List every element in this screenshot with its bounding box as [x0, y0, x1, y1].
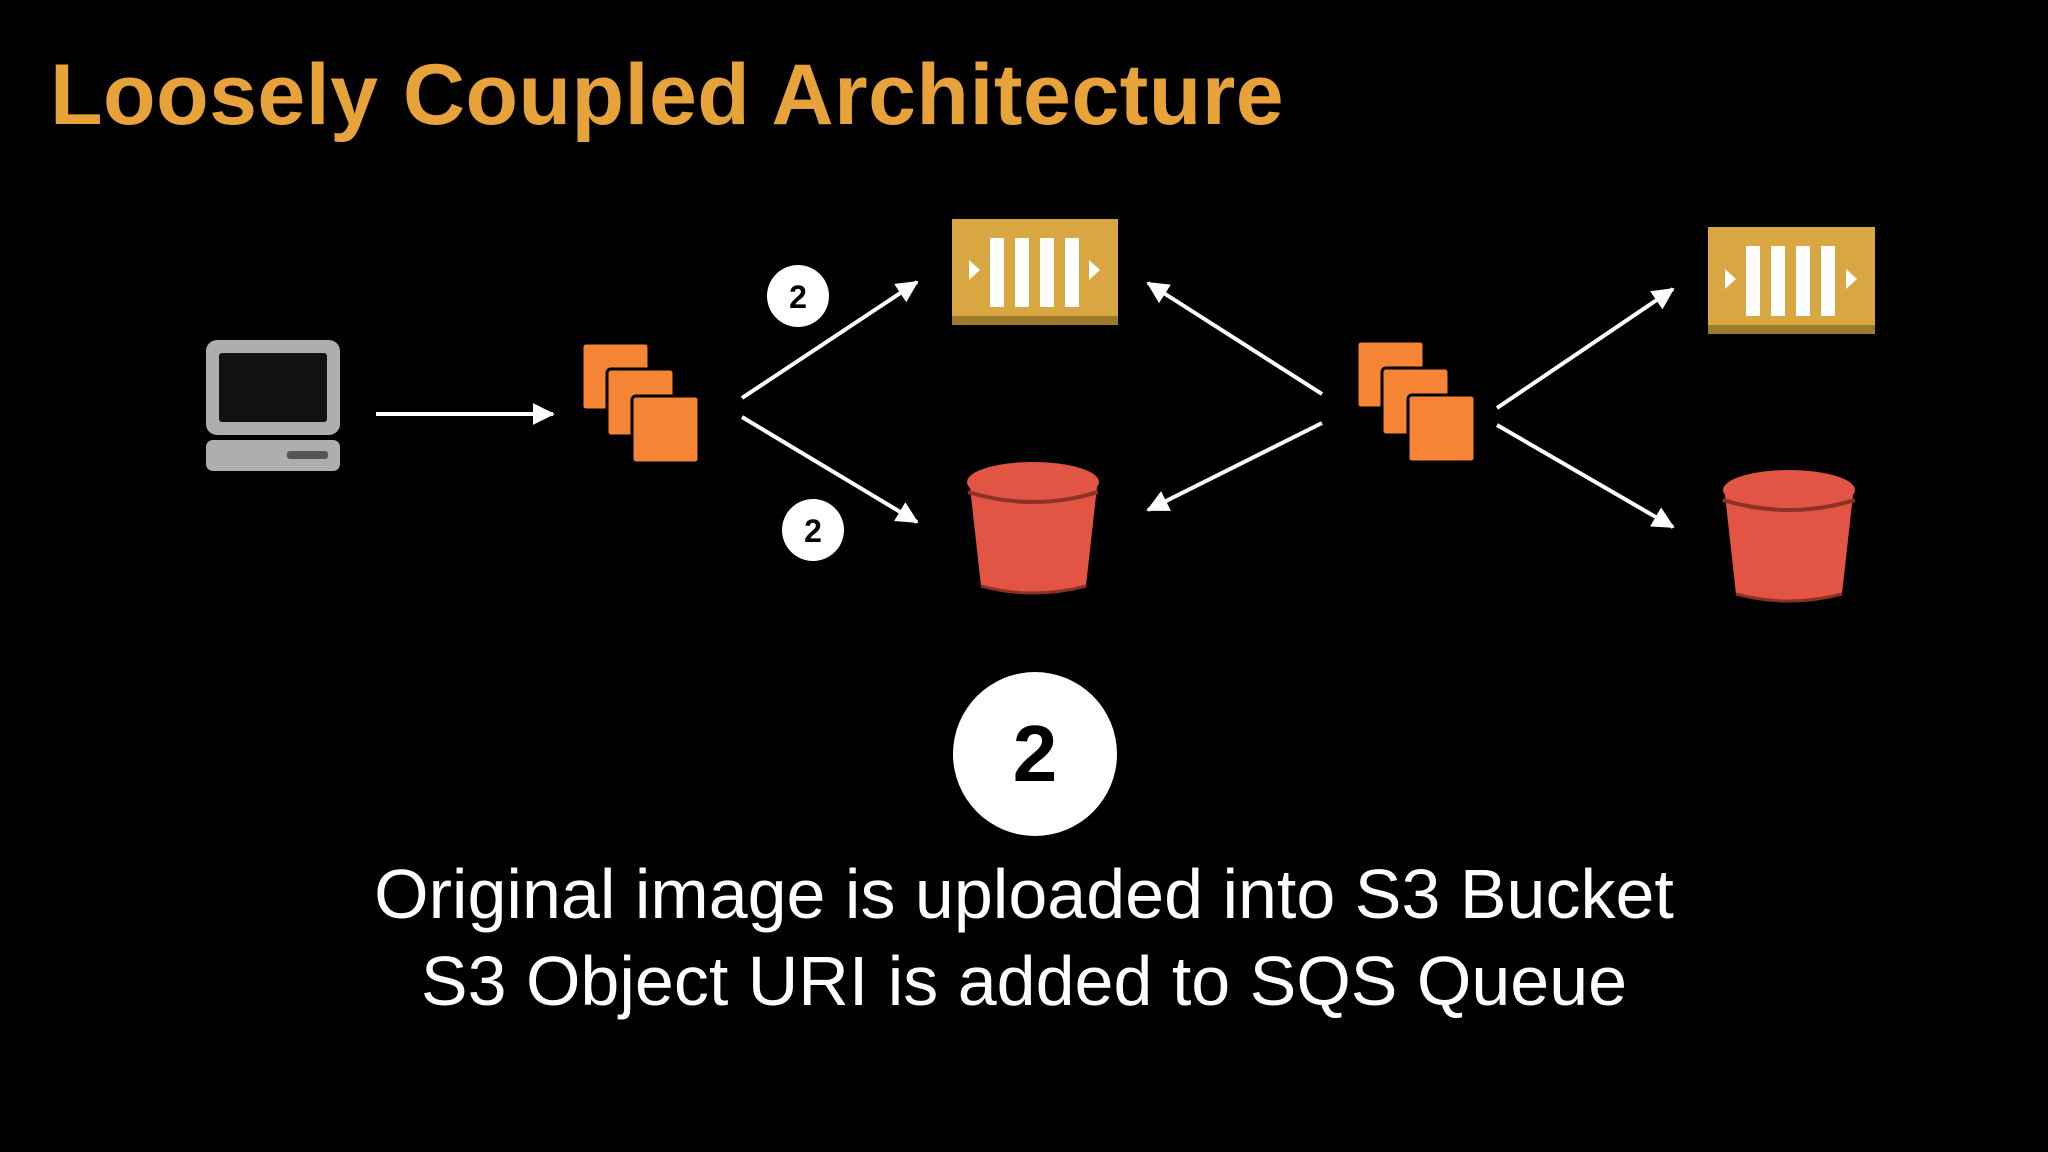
- step-badge-queue: 2: [767, 265, 829, 327]
- laptop-icon: [206, 340, 340, 471]
- arrow-worker-tier-to-s3-bucket-2: [1495, 423, 1675, 529]
- step-badge-bucket-label: 2: [804, 513, 822, 549]
- s3-bucket-icon: [967, 462, 1099, 595]
- arrow-worker-tier-to-sqs-queue-2: [1495, 287, 1675, 410]
- step-number-badge: 2: [953, 672, 1117, 836]
- arrow-web-tier-to-s3-bucket: [740, 415, 919, 524]
- step-badge-queue-label: 2: [789, 279, 807, 315]
- ec2-instances-icon: [1355, 339, 1477, 464]
- sqs-queue-icon: [952, 219, 1118, 325]
- ec2-instances-icon: [580, 341, 701, 465]
- caption-line-1: Original image is uploaded into S3 Bucke…: [374, 855, 1674, 933]
- sqs-queue-icon: [1708, 227, 1875, 334]
- s3-bucket-icon: [1722, 470, 1856, 603]
- arrow-worker-tier-to-sqs-queue: [1146, 281, 1324, 396]
- arrow-worker-tier-to-s3-bucket: [1146, 421, 1323, 512]
- slide-title: Loosely Coupled Architecture: [50, 47, 1285, 143]
- arrow-web-tier-to-sqs-queue: [740, 280, 919, 400]
- step-badge-bucket: 2: [782, 499, 844, 561]
- caption-line-2: S3 Object URI is added to SQS Queue: [420, 942, 1628, 1020]
